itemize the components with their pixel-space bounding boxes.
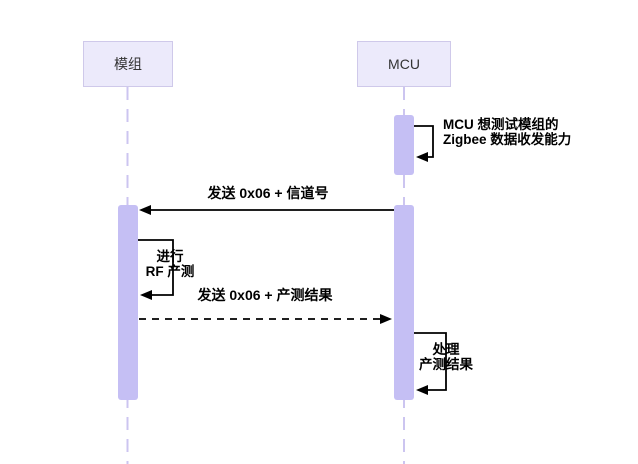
self-message-label-line: 处理 [432,342,460,357]
activation-bar-module [118,205,138,400]
self-message-arrow-module [138,239,174,296]
actor-box-mcu: MCU [357,41,451,87]
arrowhead-left-icon [416,385,428,395]
message-label-solid: 发送 0x06 + 信道号 [207,185,329,201]
message-label-dashed: 发送 0x06 + 产测结果 [197,287,333,303]
self-message-label-line: 产测结果 [419,357,473,372]
actor-box-module: 模组 [83,41,173,87]
actor-label-mcu: MCU [388,56,420,72]
self-message-label-line: 进行 [156,249,184,264]
arrowhead-left-icon [140,290,152,300]
self-message-arrow-mcu-2 [414,332,447,391]
self-message-label-mcu-2: 处理 产测结果 [396,342,496,372]
activation-bar-mcu-2 [394,205,414,400]
self-message-label-line: RF 产测 [145,264,195,279]
arrowhead-right-icon [380,314,392,324]
arrowhead-left-icon [416,152,428,162]
self-message-label-mcu-1: MCU 想测试模组的 Zigbee 数据收发能力 [443,117,571,147]
self-message-label-line: MCU 想测试模组的 [443,117,559,132]
self-message-label-module: 进行 RF 产测 [120,249,220,279]
activation-bar-mcu-1 [394,115,414,175]
actor-label-module: 模组 [114,56,142,72]
self-message-label-line: Zigbee 数据收发能力 [443,132,572,147]
self-message-arrow-mcu-1 [414,125,434,158]
arrowhead-left-icon [139,205,151,215]
